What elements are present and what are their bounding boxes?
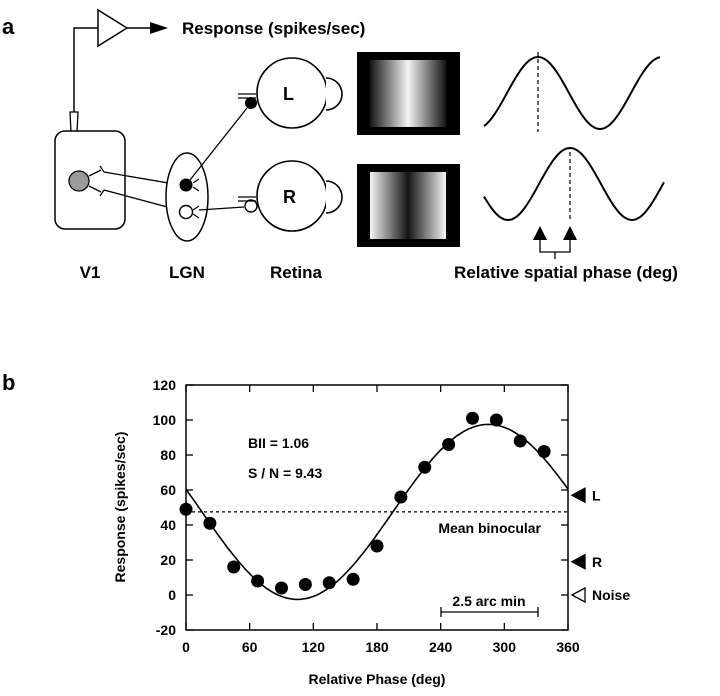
panel-b-label: b [2, 370, 15, 395]
data-point [203, 516, 217, 530]
arrowhead-icon [150, 22, 168, 34]
bii-annotation: BII = 1.06 [248, 435, 309, 451]
panel-a: a Response (spikes/sec) L [2, 8, 678, 282]
retina-cell-right-icon [244, 199, 258, 213]
y-tick-label: 80 [160, 447, 176, 463]
mean-binocular-label: Mean binocular [438, 520, 541, 536]
lgn-label: LGN [169, 263, 205, 282]
x-tick-label: 240 [429, 639, 453, 655]
x-tick-label: 300 [493, 639, 517, 655]
phase-bracket [539, 240, 571, 253]
scale-bar-label: 2.5 arc min [452, 593, 525, 609]
chart: 0 60 120 180 240 300 360 -20 0 20 40 60 80 100 120 L R N… [112, 377, 630, 687]
v1-label: V1 [80, 263, 101, 282]
y-tick-label: 40 [160, 517, 176, 533]
sine-fit-curve [185, 423, 569, 601]
x-tick-label: 180 [365, 639, 389, 655]
data-point [179, 502, 193, 516]
left-eye-label: L [283, 84, 294, 104]
axis-ticks: 0 60 120 180 240 300 360 -20 0 20 40 60 80 100 120 [153, 377, 580, 655]
up-arrow-icon [533, 226, 547, 240]
right-eye-lens-icon [325, 180, 343, 214]
monocular-marker-l [570, 487, 586, 504]
data-point [442, 438, 456, 451]
sn-annotation: S / N = 9.43 [248, 465, 323, 481]
data-point [298, 578, 312, 591]
synapse-icon [88, 169, 102, 193]
right-eye-label: R [283, 187, 296, 207]
y-tick-label: 120 [153, 377, 177, 393]
data-point [489, 413, 503, 427]
up-arrow-icon [563, 226, 577, 240]
retina-terminal-right-icon [238, 196, 256, 202]
left-grating [370, 60, 446, 127]
y-axis-label: Response (spikes/sec) [112, 432, 128, 583]
left-eye-lens-icon [325, 77, 343, 111]
monocular-label-noise: Noise [592, 587, 630, 603]
phase-label: Relative spatial phase (deg) [454, 263, 678, 282]
amplifier-icon [97, 8, 129, 48]
data-point [251, 574, 265, 588]
left-phase-wave [483, 55, 661, 131]
data-point [466, 411, 479, 425]
y-tick-label: 100 [153, 412, 177, 428]
retina-axon-right [198, 206, 245, 211]
retina-cell-left-icon [245, 97, 257, 109]
monocular-markers: L R Noise [570, 487, 630, 604]
right-phase-wave [483, 146, 665, 222]
y-tick-label: 20 [160, 552, 176, 568]
lgn-ellipse [165, 152, 209, 242]
monocular-marker-noise [570, 586, 586, 604]
panel-b: b 0 60 120 180 240 300 360 -20 0 20 40 60 80 100 120 L… [2, 370, 630, 687]
y-tick-label: 0 [168, 587, 176, 603]
retina-terminal-left-icon [238, 93, 256, 99]
data-point [537, 445, 551, 458]
data-point [227, 560, 241, 574]
data-point [513, 434, 527, 448]
data-point [322, 576, 336, 590]
panel-a-label: a [2, 14, 15, 39]
data-point [394, 490, 408, 504]
retina-label: Retina [270, 263, 323, 282]
data-point [275, 581, 288, 595]
monocular-marker-r [570, 553, 586, 570]
v1-box [54, 130, 126, 230]
x-axis-label: Relative Phase (deg) [309, 671, 446, 687]
lgn-cell-right-icon [178, 204, 194, 220]
retina-axon-left [189, 107, 248, 181]
data-point [346, 572, 360, 586]
lgn-synapse-icon [192, 178, 200, 219]
monocular-label-r: R [592, 554, 602, 570]
lgn-cell-left-icon [179, 178, 193, 192]
x-tick-label: 360 [556, 639, 580, 655]
data-point [418, 460, 432, 474]
right-grating [370, 172, 446, 239]
y-tick-label: 60 [160, 482, 176, 498]
synapse-terminal-icon [99, 165, 105, 197]
response-label: Response (spikes/sec) [182, 19, 365, 38]
electrode-wire [73, 27, 98, 112]
x-tick-label: 60 [242, 639, 258, 655]
data-point [370, 539, 384, 553]
monocular-label-l: L [592, 487, 601, 503]
v1-neuron-icon [68, 170, 90, 192]
x-tick-label: 0 [182, 639, 190, 655]
x-tick-label: 120 [302, 639, 326, 655]
data-points [179, 411, 551, 595]
y-tick-label: -20 [156, 622, 176, 638]
